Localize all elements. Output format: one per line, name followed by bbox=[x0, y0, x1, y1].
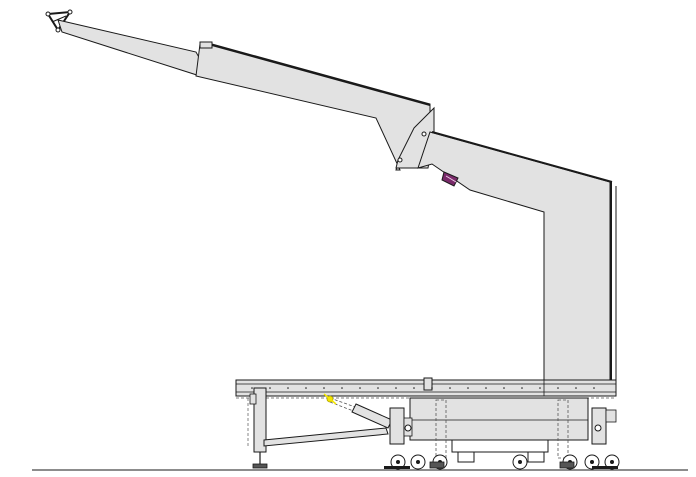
wheel-set bbox=[390, 454, 620, 470]
deck-rivet bbox=[269, 387, 271, 389]
outer-boom-top-edge bbox=[211, 44, 431, 106]
deck-rivets bbox=[251, 387, 595, 389]
heel-pin bbox=[397, 157, 403, 163]
right-outrigger bbox=[591, 407, 617, 445]
main-arm bbox=[417, 131, 611, 381]
wheel-hub bbox=[396, 460, 400, 464]
deck-rivet bbox=[575, 387, 577, 389]
outer-boom-section bbox=[195, 43, 431, 171]
deck-rivet bbox=[251, 387, 253, 389]
ram-cylinder bbox=[323, 393, 393, 429]
wheel-hub bbox=[590, 460, 594, 464]
left-outrigger bbox=[389, 407, 413, 445]
deck-platform bbox=[235, 377, 617, 399]
deck-rivet bbox=[449, 387, 451, 389]
main-arm-top-edge bbox=[431, 131, 613, 183]
chassis-frame bbox=[409, 397, 589, 463]
wheel-hub bbox=[416, 460, 420, 464]
left-stabiliser bbox=[247, 387, 268, 469]
deck-rivet bbox=[305, 387, 307, 389]
deck-rivet bbox=[503, 387, 505, 389]
ground-feet bbox=[384, 461, 618, 469]
deck-rivet bbox=[413, 387, 415, 389]
deck-rivet bbox=[593, 387, 595, 389]
knuckle-pin bbox=[421, 131, 427, 137]
deck-rivet bbox=[485, 387, 487, 389]
deck-rivet bbox=[287, 387, 289, 389]
deck-rivet bbox=[431, 387, 433, 389]
deck-rivet bbox=[323, 387, 325, 389]
deck-rivet bbox=[395, 387, 397, 389]
wheel-hub bbox=[610, 460, 614, 464]
inner-boom-section bbox=[57, 19, 207, 77]
tie-bar bbox=[263, 427, 389, 447]
deck-rivet bbox=[359, 387, 361, 389]
deck-rivet bbox=[341, 387, 343, 389]
deck-rivet bbox=[539, 387, 541, 389]
boom-collar bbox=[199, 41, 213, 49]
deck-rivet bbox=[377, 387, 379, 389]
wheel-hub bbox=[518, 460, 522, 464]
deck-rivet bbox=[521, 387, 523, 389]
deck-rivet bbox=[557, 387, 559, 389]
deck-rivet bbox=[467, 387, 469, 389]
boom-tip-hook bbox=[45, 9, 73, 33]
knuckle-cylinder bbox=[441, 171, 459, 187]
